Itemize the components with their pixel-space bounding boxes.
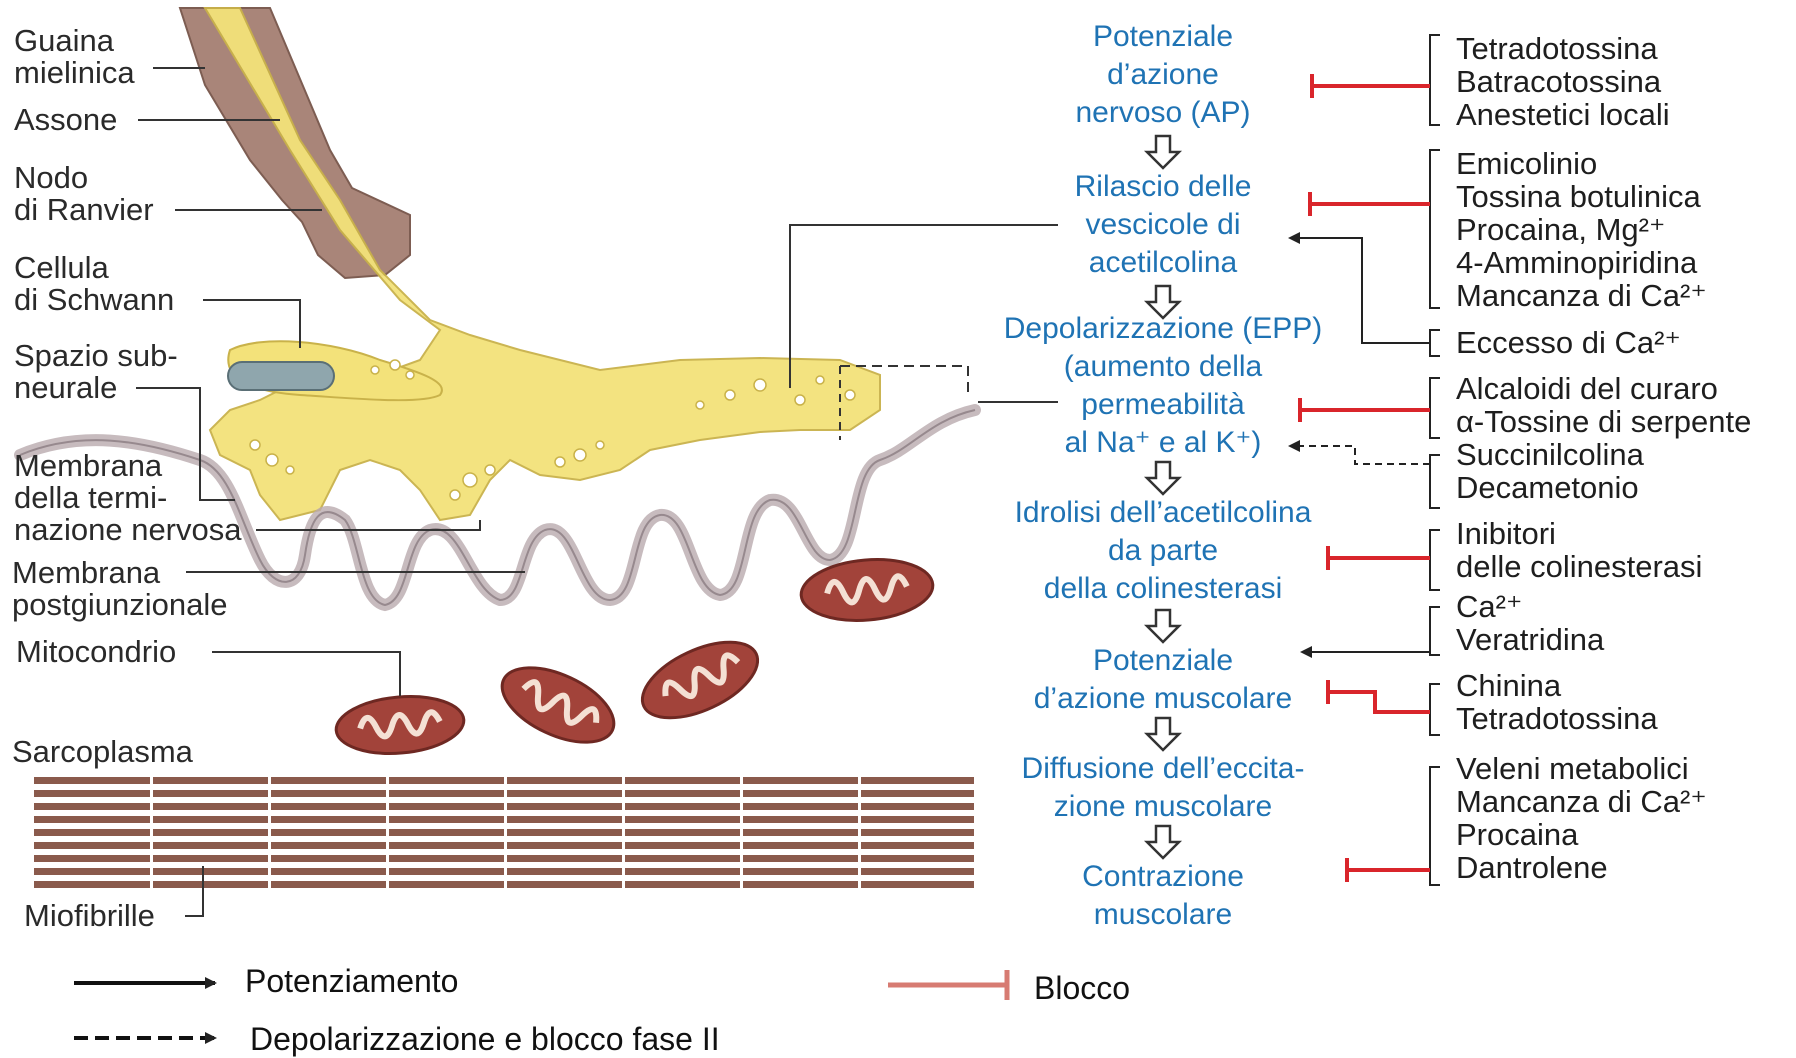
agents-group-6: Inibitori delle colinesterasi <box>1456 517 1702 583</box>
step-idrolisi-acetilcolina: Idrolisi dell’acetilcolina da parte dell… <box>978 494 1348 608</box>
z-line <box>150 772 153 894</box>
label-miofibrille: Miofibrille <box>24 900 155 932</box>
label-cellula-di-schwann: Cellula di Schwann <box>14 252 174 316</box>
label-assone: Assone <box>14 104 117 136</box>
agents-group-2: Emicolinio Tossina botulinica Procaina, … <box>1456 147 1707 312</box>
down-arrow-icon <box>1147 610 1179 642</box>
mitochondrion <box>799 554 936 625</box>
agents-group-7: Ca²⁺ Veratridina <box>1456 590 1604 656</box>
agents-group-5: Succinilcolina Decametonio <box>1456 438 1644 504</box>
down-arrow-icon <box>1147 462 1179 494</box>
agents-group-4: Alcaloidi del curaro α-Tossine di serpen… <box>1456 372 1751 438</box>
step-potenziale-azione-nervoso: Potenziale d’azione nervoso (AP) <box>1023 18 1303 132</box>
label-spazio-subneurale: Spazio sub- neurale <box>14 340 178 404</box>
agent-brackets <box>1430 35 1440 885</box>
nerve-fiber <box>180 8 880 520</box>
step-diffusione-eccitazione: Diffusione dell’eccita- zione muscolare <box>993 750 1333 826</box>
mitochondria <box>334 554 936 758</box>
legend-blocco-symbol <box>888 970 1007 1000</box>
down-arrow-icon <box>1147 136 1179 168</box>
z-line <box>976 772 979 894</box>
legend-potenziamento-label: Potenziamento <box>245 963 458 1000</box>
z-line <box>858 772 861 894</box>
z-line <box>268 772 271 894</box>
z-line <box>622 772 625 894</box>
axon <box>205 8 880 520</box>
down-arrow-icon <box>1147 826 1179 858</box>
agents-group-9: Veleni metabolici Mancanza di Ca²⁺ Proca… <box>1456 752 1707 884</box>
agents-group-3: Eccesso di Ca²⁺ <box>1456 326 1681 359</box>
step-rilascio-vescicole: Rilascio delle vescicole di acetilcolina <box>1023 168 1303 282</box>
legend-blocco-label: Blocco <box>1034 970 1130 1007</box>
mitochondrion <box>631 627 769 734</box>
label-membrana-terminazione: Membrana della termi- nazione nervosa <box>14 450 242 546</box>
z-line <box>504 772 507 894</box>
step-depolarizzazione: Depolarizzazione (EPP) (aumento della pe… <box>978 310 1348 462</box>
label-mitocondrio: Mitocondrio <box>16 636 176 668</box>
agents-group-1: Tetradotossina Batracotossina Anestetici… <box>1456 32 1670 131</box>
agents-group-8: Chinina Tetradotossina <box>1456 669 1658 735</box>
z-line <box>740 772 743 894</box>
mitochondrion <box>491 652 625 757</box>
z-line <box>386 772 389 894</box>
step-contrazione-muscolare: Contrazione muscolare <box>1023 858 1303 934</box>
legend-depolarizzazione-label: Depolarizzazione e blocco fase II <box>250 1021 720 1058</box>
mitochondrion <box>334 692 466 759</box>
step-potenziale-azione-muscolare: Potenziale d’azione muscolare <box>1003 642 1323 718</box>
label-nodo-di-ranvier: Nodo di Ranvier <box>14 162 154 226</box>
schwann-cell-nucleus <box>228 362 334 390</box>
label-membrana-postgiunzionale: Membrana postgiunzionale <box>12 557 227 621</box>
label-sarcoplasma: Sarcoplasma <box>12 736 193 768</box>
myofibrils <box>34 772 979 894</box>
down-arrow-icon <box>1147 718 1179 750</box>
label-guaina-mielinica: Guaina mielinica <box>14 25 135 89</box>
